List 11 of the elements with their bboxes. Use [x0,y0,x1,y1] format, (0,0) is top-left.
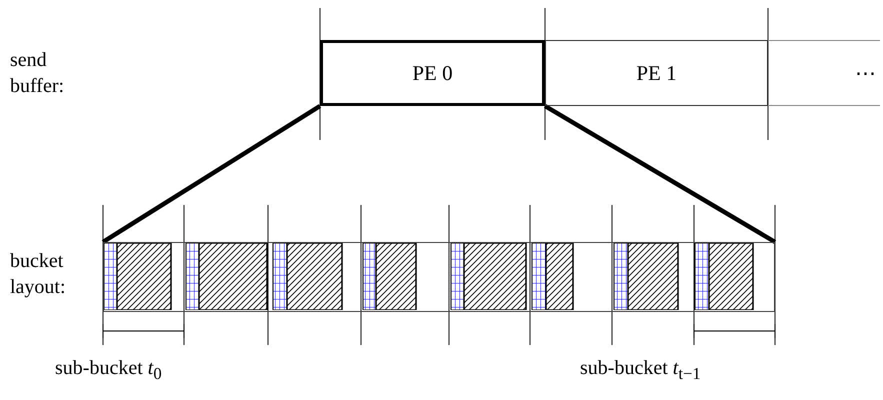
cell-label: PE 1 [636,60,677,86]
dimension-label: sub-bucket t$_{t−1}$ [580,356,701,385]
buffer-cell [768,40,880,106]
buffer-cell [545,40,768,106]
buffer-cell [320,40,545,106]
row-label: bucket layout: [10,249,67,300]
cell-label: PE 0 [412,60,453,86]
cell-label: ⋯ [855,60,876,86]
zoom-line [100,104,778,244]
row-label: send buffer: [10,48,66,99]
dimension-label: sub-bucket t$_{0}$ [55,356,162,385]
